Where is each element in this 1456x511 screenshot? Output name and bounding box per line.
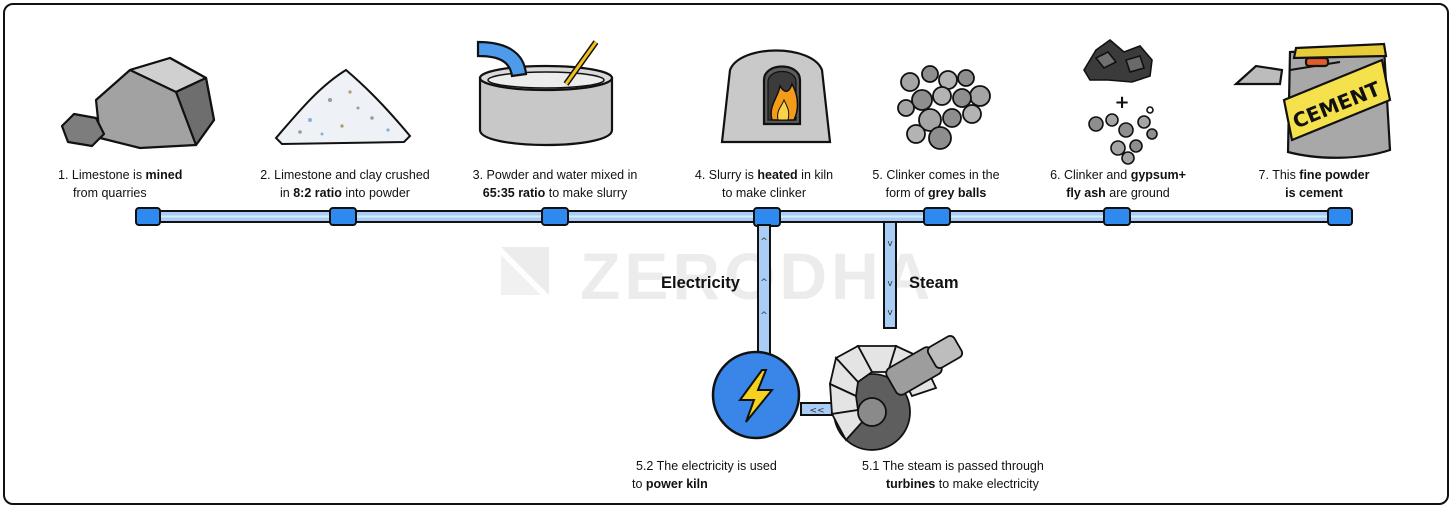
step-4-label: 4. Slurry is heated in kiln to make clin… (694, 168, 834, 200)
step-3-label: 3. Powder and water mixed in 65:35 ratio… (472, 168, 638, 200)
steam-label: Steam (909, 274, 959, 292)
svg-text:^: ^ (760, 311, 768, 321)
steam-pipe: v v v (883, 221, 897, 329)
svg-text:v: v (887, 279, 893, 289)
powder-pile-icon (274, 68, 412, 146)
clinker-gypsum-icon: + (1083, 38, 1158, 165)
svg-text:^: ^ (760, 278, 768, 288)
cement-bag-icon: CEMENT (1233, 42, 1392, 159)
svg-text:v: v (887, 308, 893, 318)
svg-text:v: v (887, 239, 893, 249)
watermark-text: ZERODHA (580, 238, 934, 314)
clinker-balls-icon (897, 65, 991, 150)
step-7-label: 7. This fine powder is cement (1258, 168, 1370, 200)
lightning-bolt-icon (738, 369, 775, 423)
slurry-tub-icon (476, 40, 614, 147)
step-5-label: 5. Clinker comes in the form of grey bal… (872, 168, 1000, 200)
svg-text:+: + (1114, 92, 1129, 113)
kiln-icon (720, 49, 832, 144)
step-1-label: 1. Limestone is mined from quarries (58, 168, 183, 200)
zerodha-logo-icon (501, 247, 549, 295)
main-pipe (139, 210, 1349, 223)
electricity-pipe: ^ ^ ^ (757, 224, 771, 356)
svg-text:<<: << (809, 406, 824, 416)
step-6-label: 6. Clinker and gypsum+ fly ash are groun… (1050, 168, 1186, 200)
step-5-1-label: 5.1 The steam is passed through turbines… (862, 459, 1044, 491)
electricity-label: Electricity (661, 274, 740, 292)
turbine-link-pipe: << (800, 402, 834, 416)
svg-text:^: ^ (760, 237, 768, 247)
step-2-label: 2. Limestone and clay crushed in 8:2 rat… (260, 168, 430, 200)
pipe-joints (135, 207, 1353, 227)
step-5-2-label: 5.2 The electricity is used to power kil… (632, 459, 777, 491)
generator-icon (711, 350, 801, 440)
turbine-icon (828, 335, 964, 451)
limestone-rocks-icon (60, 56, 216, 150)
